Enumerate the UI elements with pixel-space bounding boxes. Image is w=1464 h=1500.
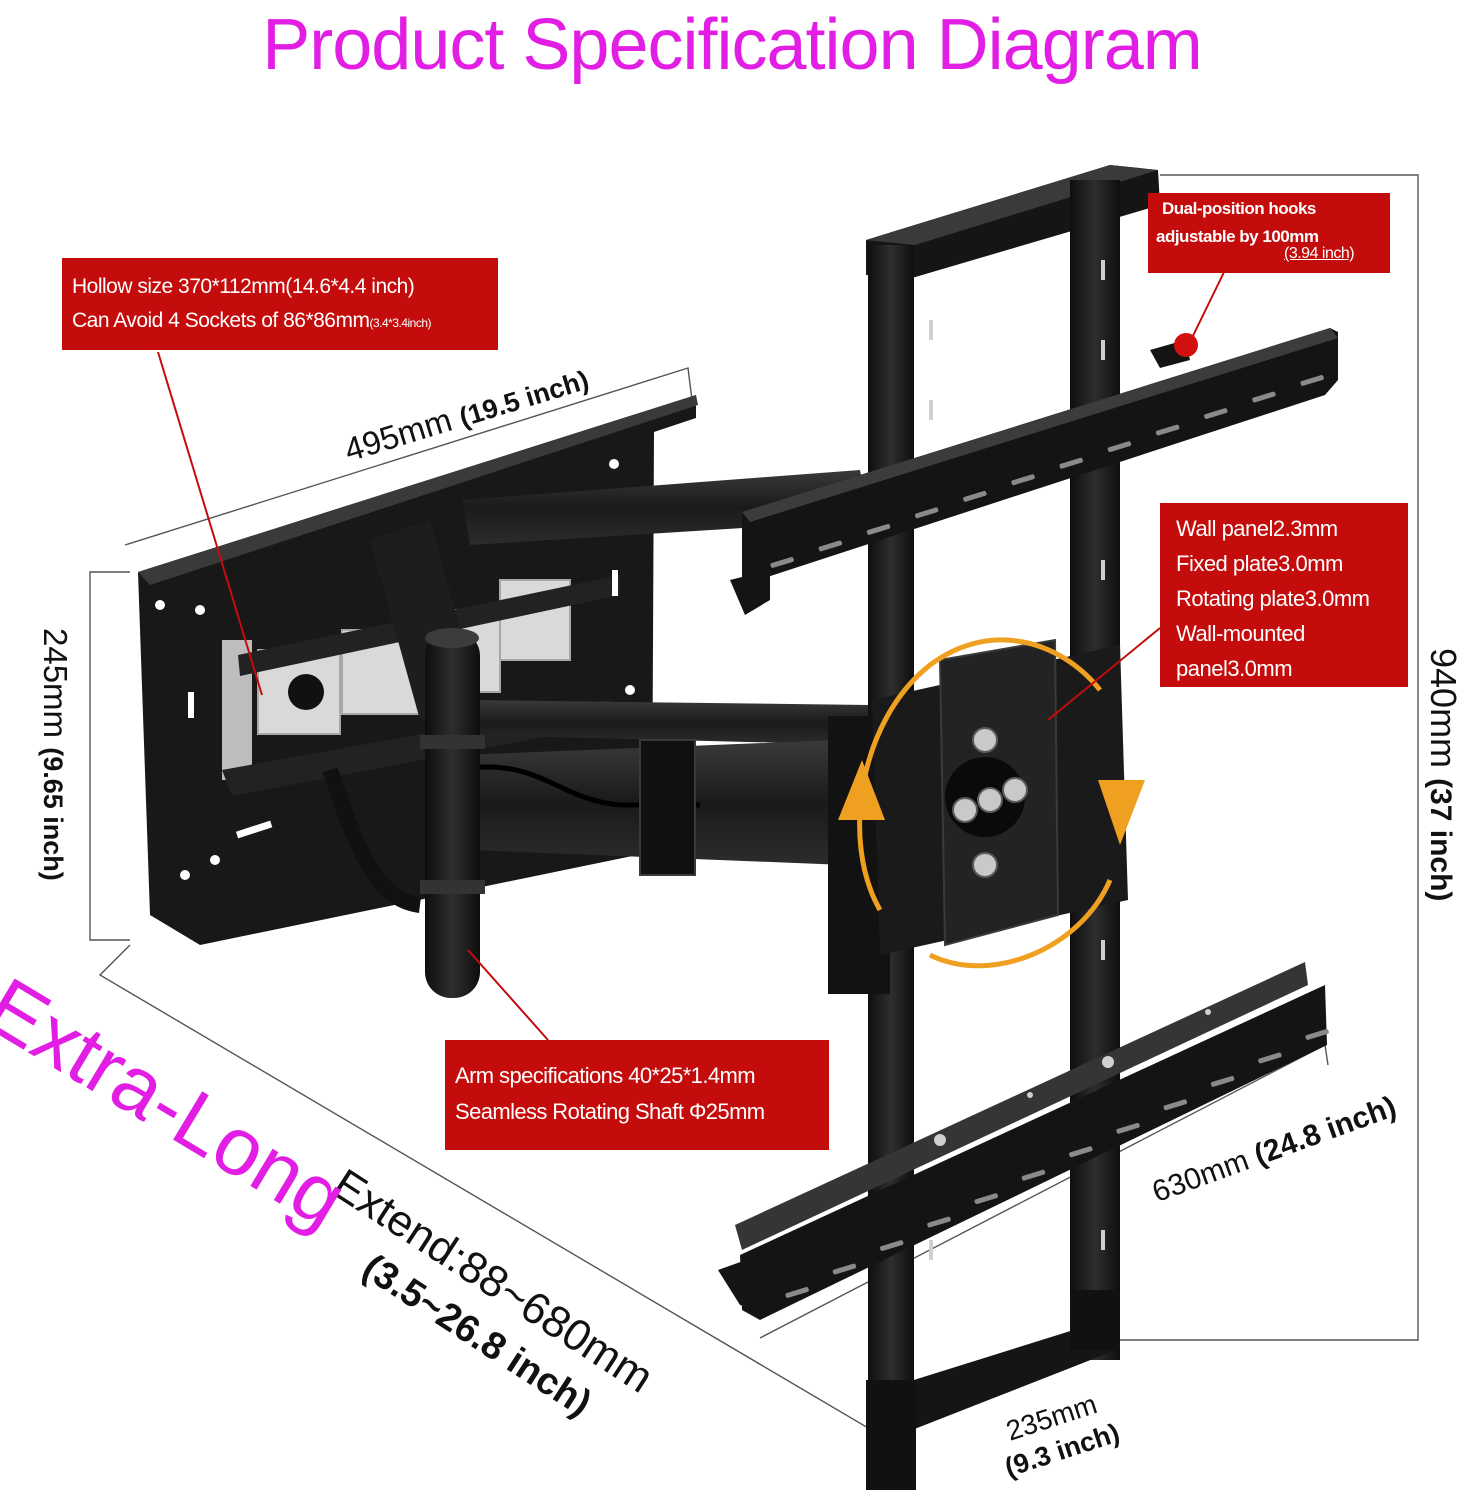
lower-bracket-slot [1116, 1122, 1140, 1134]
rotation-arrows [857, 637, 1113, 969]
lower-bracket-slot [832, 1263, 857, 1275]
upper-bracket-slot [1300, 375, 1324, 386]
hook-marker-dot [1174, 333, 1198, 357]
lower-bracket-slot [974, 1193, 998, 1205]
page-title: Product Specification Diagram [262, 5, 1202, 85]
lower-bracket-slot [785, 1287, 809, 1298]
hooks-line-2: adjustable by 100mm [1156, 227, 1319, 246]
arm-assembly [322, 470, 870, 998]
lower-bracket-slot [1210, 1075, 1235, 1087]
lower-bracket-slot [1069, 1146, 1093, 1158]
upper-bracket-slot [1155, 424, 1180, 436]
lower-bracket-slot [1305, 1029, 1329, 1040]
dimension-940: 940mm (37 inch) [1422, 648, 1464, 901]
upper-bracket-slot [866, 523, 891, 535]
dimension-245-mm: 245mm [37, 628, 74, 739]
hollow-size-line: Hollow size 370*112mm(14.6*4.4 inch) [72, 275, 415, 298]
panel-line: panel3.0mm [1176, 656, 1293, 681]
thickness-callout: Wall panel2.3mm Fixed plate3.0mm Rotatin… [1160, 503, 1408, 687]
dimension-940-inch: (37 inch) [1424, 778, 1457, 902]
rotating-plate [828, 638, 1128, 994]
rotating-plate-line: Rotating plate3.0mm [1176, 586, 1370, 611]
lower-bracket-slot [927, 1216, 951, 1228]
upper-bracket-slot [1107, 441, 1132, 453]
sockets-line-main: Can Avoid 4 Sockets of 86*86mm [72, 309, 370, 332]
dimension-245: 245mm (9.65 inch) [36, 628, 74, 881]
upper-bracket-slot [1204, 408, 1228, 419]
arm-spec-callout: Arm specifications 40*25*1.4mm Seamless … [445, 1040, 829, 1150]
hooks-line-3: (3.94 inch) [1284, 245, 1355, 262]
fixed-plate-line: Fixed plate3.0mm [1176, 551, 1343, 576]
hollow-size-callout: Hollow size 370*112mm(14.6*4.4 inch) Can… [62, 258, 498, 350]
lower-bracket [718, 962, 1329, 1320]
upper-bracket-slot [770, 557, 794, 568]
shaft-line: Seamless Rotating Shaft Φ25mm [455, 1099, 765, 1124]
wall-panel-line: Wall panel2.3mm [1176, 516, 1338, 541]
upper-bracket-slot [1011, 474, 1035, 486]
upper-bracket-slot [818, 540, 843, 552]
lower-bracket-slot [1258, 1052, 1282, 1064]
upper-bracket-slot [963, 490, 987, 502]
upper-bracket-slot [1059, 457, 1083, 469]
leader-lines [157, 267, 1227, 1041]
sockets-line-small: (3.4*3.4inch) [369, 316, 432, 330]
upper-bracket-slot [914, 507, 939, 519]
lower-bracket-slot [1163, 1099, 1188, 1111]
hooks-line-1: Dual-position hooks [1162, 199, 1316, 218]
arm-spec-line: Arm specifications 40*25*1.4mm [455, 1063, 756, 1088]
hooks-callout: Dual-position hooks adjustable by 100mm … [1148, 193, 1390, 273]
upper-bracket-slot [1252, 391, 1276, 403]
dimension-245-inch: (9.65 inch) [38, 747, 68, 881]
sockets-line: Can Avoid 4 Sockets of 86*86mm(3.4*3.4in… [72, 304, 488, 340]
rotation-arrowheads [838, 760, 1145, 845]
wall-mounted-line: Wall-mounted [1176, 621, 1305, 646]
lower-bracket-slot [879, 1240, 904, 1251]
lower-bracket-slot [1021, 1169, 1046, 1181]
dimension-940-mm: 940mm [1423, 648, 1464, 769]
